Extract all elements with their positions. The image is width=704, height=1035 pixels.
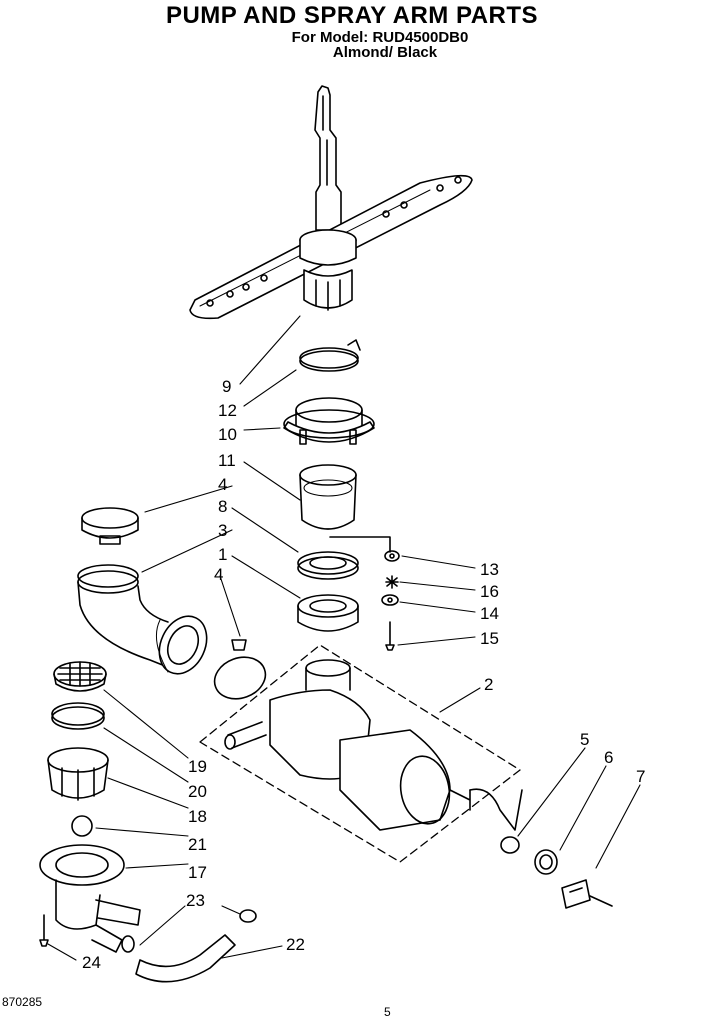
callout-9: 9: [222, 377, 231, 396]
callout-7: 7: [636, 767, 645, 786]
spray-arm-assembly: [189, 85, 473, 320]
callout-2: 2: [484, 675, 493, 694]
part-11-cup: [299, 464, 357, 530]
parts-22-23-24: [39, 909, 257, 983]
callout-18: 18: [188, 807, 207, 826]
small-parts: [329, 536, 400, 651]
callout-22: 22: [286, 935, 305, 954]
callout-11: 11: [218, 451, 236, 470]
part-18-filter: [47, 747, 109, 801]
callout-4-lower: 4: [214, 565, 223, 584]
callout-21: 21: [188, 835, 207, 854]
callout-20: 20: [188, 782, 207, 801]
callout-3: 3: [218, 521, 227, 540]
part-21-ball: [71, 815, 93, 837]
callout-23: 23: [186, 891, 205, 910]
model-line: For Model: RUD4500DB0: [291, 29, 469, 46]
callout-13: 13: [480, 560, 499, 579]
callout-5: 5: [580, 730, 589, 749]
part-12-ring: [299, 339, 361, 372]
part-2-pump-motor: [199, 644, 521, 863]
part-4-clamp-lower: [213, 639, 267, 700]
leader-lines: [47, 315, 641, 961]
callout-6: 6: [604, 748, 613, 767]
callout-15: 15: [480, 629, 499, 648]
page-number: 5: [384, 1005, 391, 1019]
part-4-clamp-upper: [81, 507, 139, 545]
part-17-sump: [39, 844, 141, 953]
part-3-hose: [77, 564, 208, 675]
doc-number: 870285: [2, 995, 43, 1009]
parts-5-6-7: [469, 788, 613, 909]
callout-12: 12: [218, 401, 237, 420]
part-10-collar: [283, 397, 375, 445]
callout-1: 1: [218, 545, 227, 564]
callout-8: 8: [218, 497, 227, 516]
callout-24: 24: [82, 953, 101, 972]
color-line: Almond/ Black: [332, 44, 438, 61]
part-1-seal: [297, 594, 359, 632]
part-20-ring: [51, 702, 105, 730]
callout-16: 16: [480, 582, 499, 601]
callout-10: 10: [218, 425, 237, 444]
part-8-seal: [297, 551, 359, 580]
callout-14: 14: [480, 604, 499, 623]
callout-labels: 9 12 10 11 4 8 3 1 4 13 16 14 15 2 5 6 7…: [82, 377, 645, 972]
page-title: PUMP AND SPRAY ARM PARTS: [165, 2, 539, 29]
callout-4-upper: 4: [218, 475, 227, 494]
callout-17: 17: [188, 863, 207, 882]
part-19-grille: [53, 661, 107, 692]
callout-19: 19: [188, 757, 207, 776]
